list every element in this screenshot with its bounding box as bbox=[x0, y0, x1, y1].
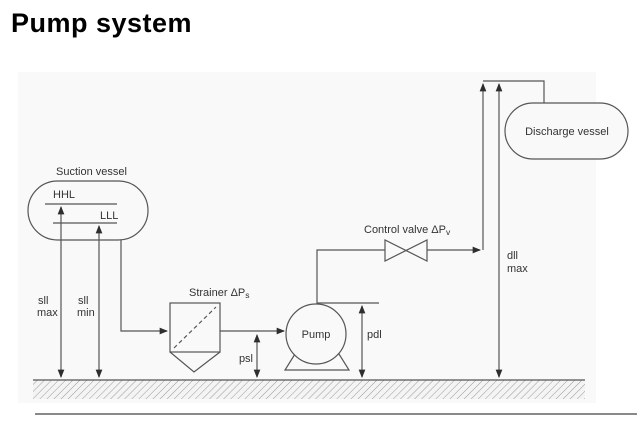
pump-label: Pump bbox=[302, 329, 331, 341]
pump-discharge-pipe bbox=[316, 249, 385, 304]
strainer-label: Strainer ΔPs bbox=[189, 287, 250, 300]
sll-min-label-line1: sll bbox=[78, 295, 88, 307]
strainer-screen-line bbox=[173, 306, 217, 349]
sll-max-label-line1: sll bbox=[38, 295, 48, 307]
discharge-vessel-shape bbox=[504, 102, 629, 160]
sll-min-label-line2: min bbox=[77, 307, 95, 319]
dll-max-label-line1: dll bbox=[507, 250, 518, 262]
discharge-top-pipe bbox=[483, 80, 545, 104]
pump-body bbox=[285, 303, 347, 365]
strainer-funnel bbox=[169, 351, 221, 373]
hhl-label: HHL bbox=[53, 189, 75, 201]
discharge-vessel-label: Discharge vessel bbox=[525, 126, 609, 138]
suction-vessel-label: Suction vessel bbox=[56, 166, 127, 178]
suction-vessel-shape bbox=[27, 180, 149, 241]
lll-label: LLL bbox=[100, 210, 118, 222]
page-title: Pump system bbox=[11, 8, 193, 38]
dll-max-label-line2: max bbox=[507, 263, 528, 275]
control-valve-shape bbox=[384, 239, 428, 262]
suction-pipe bbox=[120, 240, 169, 335]
control-valve-label-subscript: v bbox=[446, 227, 451, 237]
pdl-label: pdl bbox=[367, 329, 382, 341]
strainer-label-subscript: s bbox=[245, 290, 249, 300]
sll-max-label-line2: max bbox=[37, 307, 58, 319]
control-valve-label: Control valve ΔPv bbox=[364, 224, 451, 237]
ground-hatch-band bbox=[33, 380, 585, 399]
psl-label: psl bbox=[239, 353, 253, 365]
